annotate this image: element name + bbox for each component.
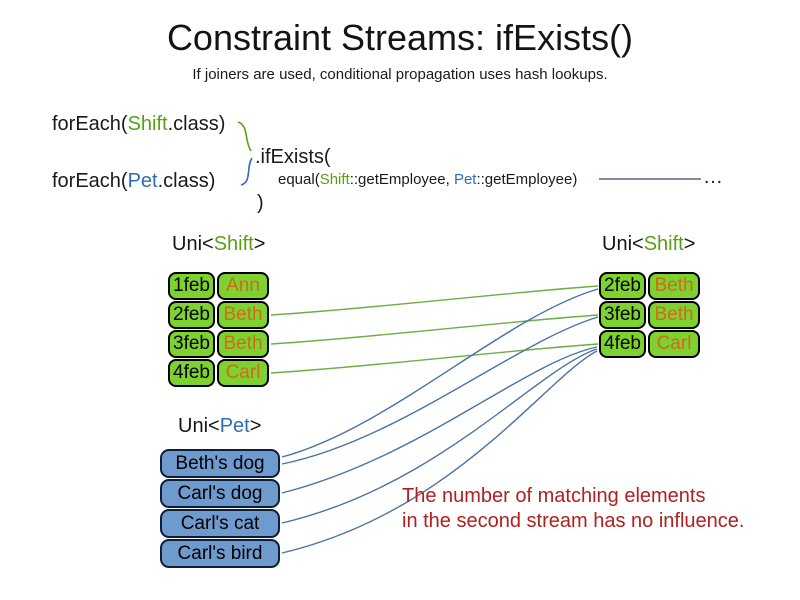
right-shift-row-3feb: 3feb Beth (599, 301, 700, 329)
pet-stream-label-pre: Uni< (178, 415, 220, 437)
code-foreach-shift-type: Shift (127, 113, 168, 135)
left-shift-row-4feb: 4feb Carl (168, 359, 269, 387)
code-ellipsis: … (703, 166, 723, 188)
left-shift-row-3feb: 3feb Beth (168, 330, 269, 358)
code-foreach-shift-post: .class) (167, 113, 226, 135)
slide-subtitle: If joiners are used, conditional propaga… (192, 66, 608, 83)
shift-date-cell: 2feb (168, 301, 215, 329)
shift-date-cell: 2feb (599, 272, 646, 300)
code-foreach-pet: forEach(Pet.class) (52, 170, 215, 193)
right-shift-row-2feb: 2feb Beth (599, 272, 700, 300)
shift-employee-cell: Beth (648, 301, 700, 329)
code-foreach-shift-pre: forEach( (52, 113, 128, 135)
code-foreach-pet-type: Pet (127, 170, 158, 192)
shift-employee-cell: Beth (217, 330, 269, 358)
code-equal-joiner: equal(Shift::getEmployee, Pet::getEmploy… (278, 171, 577, 188)
note-text: The number of matching elements in the s… (402, 484, 744, 534)
pet-box-beths-dog: Beth's dog (160, 449, 280, 478)
code-equal-pre: equal( (278, 171, 320, 188)
shift-date-cell: 3feb (599, 301, 646, 329)
pet-box-carls-dog: Carl's dog (160, 479, 280, 508)
right-stream-label-pre: Uni< (602, 233, 644, 255)
shift-date-cell: 3feb (168, 330, 215, 358)
brace-shift-curve (237, 121, 252, 152)
edge-carls-dog-to-4feb (281, 346, 598, 494)
right-stream-label-post: > (683, 233, 696, 255)
shift-employee-cell: Beth (648, 272, 700, 300)
left-stream-label-post: > (253, 233, 266, 255)
pet-stream-label-post: > (249, 415, 262, 437)
left-shift-row-2feb: 2feb Beth (168, 301, 269, 329)
code-equal-arg1-type: Shift (319, 171, 350, 188)
code-equal-mid: ::getEmployee, (349, 171, 454, 188)
left-stream-label-type: Shift (213, 233, 254, 255)
shift-employee-cell: Beth (217, 301, 269, 329)
edge-shift-2feb-to-2feb (270, 285, 599, 316)
right-shift-row-4feb: 4feb Carl (599, 330, 700, 358)
pet-box-carls-cat: Carl's cat (160, 509, 280, 538)
note-line-2: in the second stream has no influence. (402, 510, 745, 532)
shift-employee-cell: Carl (217, 359, 269, 387)
code-equal-arg2-type: Pet (453, 171, 477, 188)
left-shift-row-1feb: 1feb Ann (168, 272, 269, 300)
brace-pet-curve (240, 157, 253, 186)
code-foreach-pet-pre: forEach( (52, 170, 128, 192)
right-stream-label: Uni<Shift> (602, 233, 695, 256)
shift-employee-cell: Carl (648, 330, 700, 358)
code-ifexists: .ifExists( (255, 146, 331, 168)
left-stream-label: Uni<Shift> (172, 233, 265, 256)
shift-date-cell: 4feb (168, 359, 215, 387)
code-equal-post: ::getEmployee) (476, 171, 578, 188)
slide-title: Constraint Streams: ifExists() (166, 17, 634, 58)
pet-stream-label: Uni<Pet> (178, 415, 261, 438)
code-foreach-pet-post: .class) (157, 170, 216, 192)
left-stream-label-pre: Uni< (172, 233, 214, 255)
pet-stream-label-type: Pet (219, 415, 250, 437)
edge-beths-dog-to-3feb (281, 316, 599, 465)
note-line-1: The number of matching elements (402, 485, 706, 507)
shift-employee-cell: Ann (217, 272, 269, 300)
code-foreach-shift: forEach(Shift.class) (52, 113, 225, 136)
edge-beths-dog-to-2feb (281, 288, 599, 458)
shift-date-cell: 4feb (599, 330, 646, 358)
shift-date-cell: 1feb (168, 272, 215, 300)
edge-shift-3feb-to-3feb (270, 314, 599, 345)
pet-box-carls-bird: Carl's bird (160, 539, 280, 568)
right-stream-label-type: Shift (643, 233, 684, 255)
edge-shift-4feb-to-4feb (270, 343, 599, 374)
code-close-paren: ) (257, 192, 264, 214)
